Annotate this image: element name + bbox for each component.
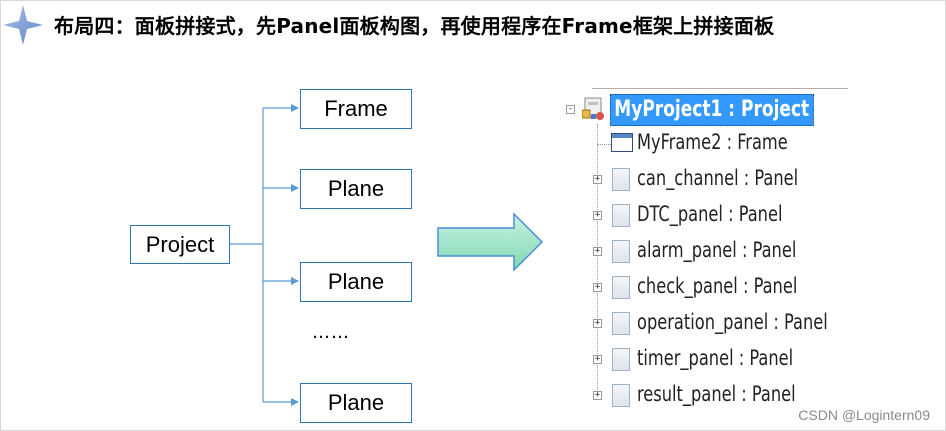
tree-item-can-channel[interactable]: can_channel : Panel <box>637 166 799 190</box>
node-frame: Frame <box>300 89 412 129</box>
tree-top-border <box>592 88 848 89</box>
project-icon <box>582 97 604 120</box>
tree-item-myframe2[interactable]: MyFrame2 : Frame <box>637 130 788 154</box>
panel-icon <box>612 240 630 263</box>
expand-toggle-alarm-panel[interactable]: + <box>593 246 602 256</box>
node-plane-2: Plane <box>300 262 412 302</box>
panel-icon <box>612 384 630 407</box>
panel-icon <box>612 276 630 299</box>
project-tree: - MyProject1 : Project MyFrame2 : Frame … <box>560 88 850 410</box>
tree-item-result-panel[interactable]: result_panel : Panel <box>637 382 796 406</box>
node-plane-3: Plane <box>300 383 412 423</box>
tree-item-operation-panel[interactable]: operation_panel : Panel <box>637 310 828 334</box>
node-project: Project <box>130 225 230 264</box>
panel-icon <box>612 204 630 227</box>
tree-item-dtc-panel[interactable]: DTC_panel : Panel <box>637 202 783 226</box>
expand-toggle-timer-panel[interactable]: + <box>593 354 602 364</box>
expand-toggle-can-channel[interactable]: + <box>593 174 602 184</box>
tree-guide-branch <box>597 144 611 145</box>
right-arrow-icon <box>437 212 544 272</box>
tree-item-check-panel[interactable]: check_panel : Panel <box>637 274 798 298</box>
slide-title: 布局四：面板拼接式，先Panel面板构图，再使用程序在Frame框架上拼接面板 <box>54 14 775 38</box>
expand-toggle-result-panel[interactable]: + <box>593 390 602 400</box>
panel-icon <box>612 168 630 191</box>
expand-toggle-check-panel[interactable]: + <box>593 282 602 292</box>
panel-icon <box>612 348 630 371</box>
collapse-toggle-root[interactable]: - <box>566 104 575 114</box>
watermark: CSDN @Logintern09 <box>798 407 930 423</box>
node-plane-1: Plane <box>300 169 412 209</box>
tree-item-timer-panel[interactable]: timer_panel : Panel <box>637 346 794 370</box>
four-point-star-icon <box>3 5 43 45</box>
expand-toggle-dtc-panel[interactable]: + <box>593 210 602 220</box>
ellipsis-more-planes: …… <box>312 322 350 343</box>
expand-toggle-operation-panel[interactable]: + <box>593 318 602 328</box>
frame-window-icon <box>611 133 633 152</box>
tree-guide-line <box>597 124 598 392</box>
tree-item-alarm-panel[interactable]: alarm_panel : Panel <box>637 238 797 262</box>
tree-root-project[interactable]: MyProject1 : Project <box>610 94 814 126</box>
panel-icon <box>612 312 630 335</box>
